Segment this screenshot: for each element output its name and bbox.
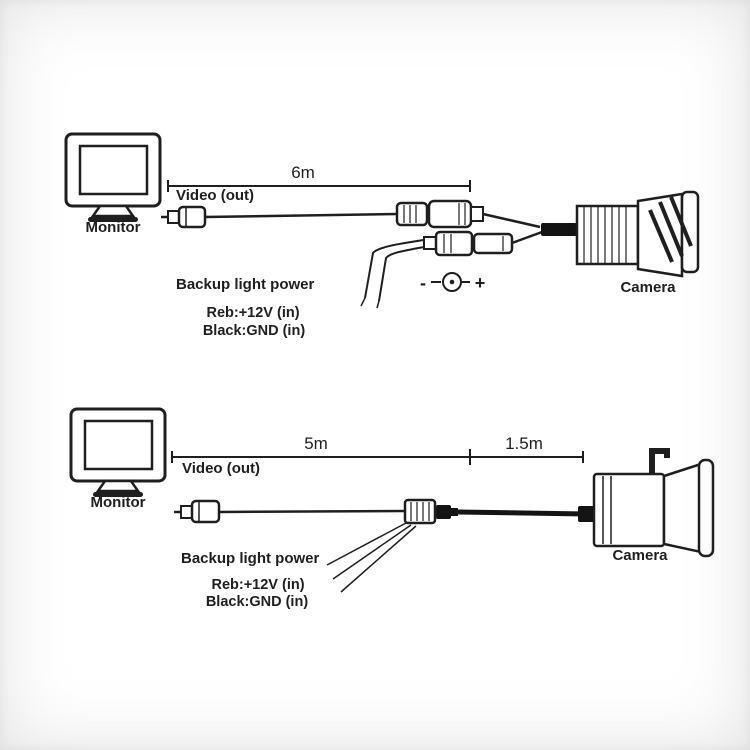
polarity-symbol: - + (420, 272, 486, 293)
camera-plug-stub (541, 223, 577, 236)
monitor-icon (69, 407, 167, 497)
cable-length-line (171, 449, 584, 465)
red-wire-label: Reb:+12V (in) (206, 305, 299, 321)
polarity-minus: - (420, 273, 426, 293)
camera-lens-rim (680, 190, 700, 274)
camera-bracket (649, 448, 670, 476)
video-coupler-icon (395, 199, 541, 229)
video-cable (218, 509, 406, 514)
inline-connector-icon (403, 498, 458, 525)
video-out-label: Video (out) (182, 460, 260, 477)
cable-length-line (167, 180, 471, 192)
camera-lens-rim (697, 458, 715, 558)
camera-hood (662, 462, 703, 554)
monitor-icon (64, 132, 162, 222)
cable-length-pigtail-label: 1.5m (505, 434, 543, 453)
video-cable (204, 212, 398, 219)
camera-pigtail-cable (457, 509, 587, 517)
backup-power-wires (360, 239, 425, 309)
camera-plug-stub (578, 506, 595, 522)
cable-length-label: 6m (291, 163, 315, 182)
rca-plug-icon (174, 499, 221, 524)
black-wire-label: Black:GND (in) (203, 323, 305, 339)
power-coupler-icon (423, 230, 543, 257)
black-wire-label: Black:GND (in) (206, 594, 308, 610)
monitor-label: Monitor (91, 494, 146, 511)
bottom-diagram: Monitor 5m 1.5m Video (out) (69, 407, 715, 610)
backup-power-label: Backup light power (181, 550, 320, 567)
camera-label: Camera (620, 279, 676, 296)
camera-icon (592, 448, 715, 558)
monitor-label: Monitor (86, 219, 141, 236)
camera-icon (575, 190, 700, 278)
top-diagram: Monitor 6m Video (out) (64, 132, 700, 339)
polarity-plus: + (475, 273, 486, 293)
backup-power-label: Backup light power (176, 276, 315, 293)
cable-length-main-label: 5m (304, 434, 328, 453)
wire-callout-lines (326, 522, 417, 593)
video-out-label: Video (out) (176, 187, 254, 204)
red-wire-label: Reb:+12V (in) (211, 577, 304, 593)
camera-label: Camera (612, 547, 668, 564)
rca-plug-icon (161, 205, 207, 229)
